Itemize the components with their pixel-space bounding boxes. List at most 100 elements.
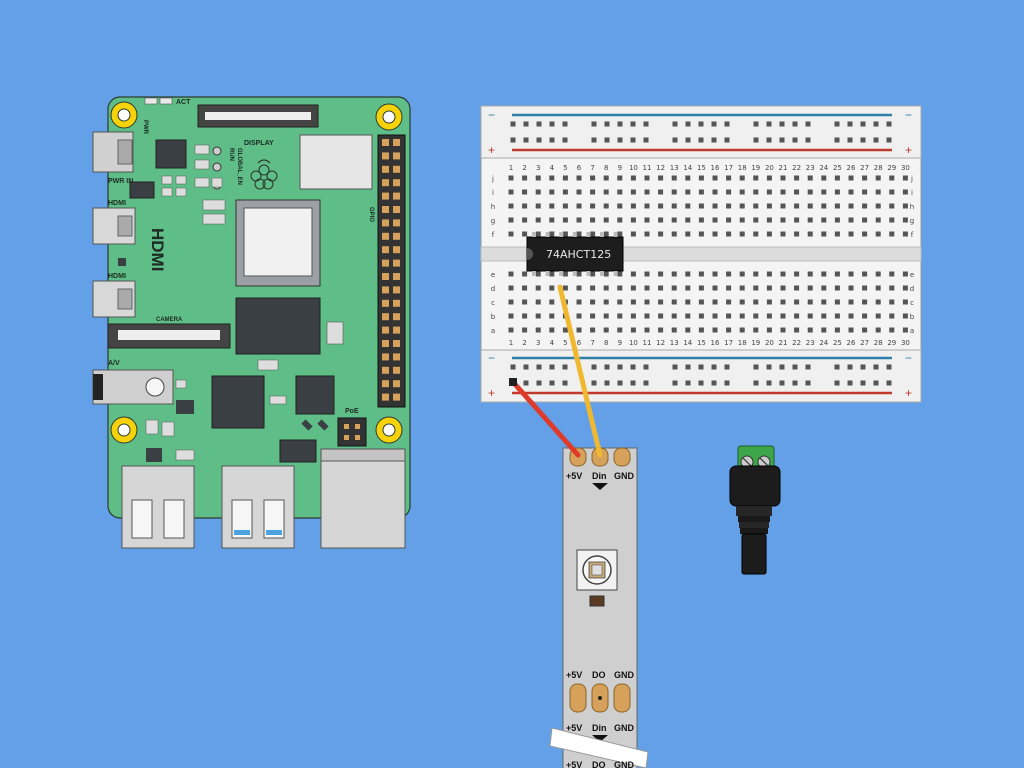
breadboard-hole — [712, 175, 718, 181]
gpio-pin — [393, 165, 400, 173]
column-number: 18 — [738, 339, 747, 347]
breadboard-hole — [630, 285, 636, 291]
column-number: 19 — [751, 339, 760, 347]
breadboard-hole — [848, 271, 854, 277]
breadboard-hole — [590, 189, 596, 195]
breadboard-hole — [685, 313, 691, 319]
rail-hole — [630, 380, 636, 386]
small-chip — [155, 139, 187, 169]
rail-hole — [630, 121, 636, 127]
column-number: 17 — [724, 164, 733, 172]
breadboard-hole — [834, 203, 840, 209]
gpio-pin — [393, 380, 400, 388]
column-number: 30 — [901, 339, 910, 347]
breadboard-hole — [726, 189, 732, 195]
rail-hole — [766, 380, 772, 386]
label-do-cut: DO — [592, 760, 606, 768]
breadboard-hole — [658, 203, 664, 209]
column-number: 15 — [697, 339, 706, 347]
breadboard-hole — [834, 175, 840, 181]
breadboard-hole — [821, 313, 827, 319]
rgb-led-icon — [576, 549, 618, 591]
breadboard-hole — [603, 203, 609, 209]
direction-arrow-icon — [592, 483, 608, 490]
rail-hole — [711, 364, 717, 370]
gpio-pin — [393, 179, 400, 187]
breadboard-hole — [753, 189, 759, 195]
rail-hole — [711, 121, 717, 127]
pad-gnd-mid — [613, 683, 631, 713]
breadboard-hole — [508, 299, 514, 305]
breadboard-hole — [522, 285, 528, 291]
breadboard-hole — [780, 175, 786, 181]
rail-hole — [698, 364, 704, 370]
breadboard-hole — [535, 189, 541, 195]
breadboard-hole — [875, 231, 881, 237]
rail-hole — [536, 137, 542, 143]
column-number: 10 — [629, 164, 638, 172]
rail-hole — [698, 121, 704, 127]
rail-hole — [805, 137, 811, 143]
breadboard-hole — [698, 327, 704, 333]
breadboard-hole — [875, 285, 881, 291]
breadboard-hole — [794, 327, 800, 333]
row-letter: d — [491, 285, 495, 293]
gpio-pin — [382, 326, 389, 334]
rail-hole — [685, 121, 691, 127]
breadboard-hole — [698, 271, 704, 277]
breadboard-hole — [794, 271, 800, 277]
rail-hole — [753, 380, 759, 386]
breadboard-hole — [889, 271, 895, 277]
led-strip: +5V Din GND +5V DO GND +5V Din GND +5V D… — [549, 447, 649, 768]
breadboard-hole — [821, 327, 827, 333]
breadboard-hole — [590, 203, 596, 209]
rail-hole — [685, 137, 691, 143]
rail-hole — [698, 137, 704, 143]
breadboard-hole — [522, 217, 528, 223]
breadboard-hole — [834, 299, 840, 305]
breadboard-hole — [630, 299, 636, 305]
column-number: 21 — [779, 164, 788, 172]
breadboard-hole — [807, 271, 813, 277]
rail-hole — [536, 364, 542, 370]
breadboard-hole — [603, 189, 609, 195]
breadboard-hole — [780, 231, 786, 237]
dc-barrel-jack-adapter — [729, 445, 781, 575]
label-5v-top: +5V — [566, 471, 582, 481]
ic-pin — [572, 232, 577, 237]
column-number: 25 — [833, 339, 842, 347]
breadboard-hole — [508, 313, 514, 319]
breadboard-hole — [862, 313, 868, 319]
pwr-label: PWR — [142, 120, 148, 135]
column-number: 5 — [563, 339, 567, 347]
breadboard-hole — [590, 299, 596, 305]
breadboard-hole — [658, 217, 664, 223]
rail-hole — [860, 364, 866, 370]
column-number: 8 — [604, 339, 608, 347]
breadboard-hole — [549, 327, 555, 333]
breadboard-hole — [821, 299, 827, 305]
row-letter: f — [492, 231, 495, 239]
breadboard-hole — [630, 271, 636, 277]
breadboard-hole — [766, 285, 772, 291]
rail-hole — [562, 137, 568, 143]
gpio-pin — [382, 286, 389, 294]
breadboard-hole — [644, 271, 650, 277]
breadboard-hole — [535, 231, 541, 237]
breadboard-hole — [603, 271, 609, 277]
gpio-pin — [382, 206, 389, 213]
column-number: 22 — [792, 164, 801, 172]
breadboard-hole — [617, 313, 623, 319]
column-number: 27 — [860, 164, 869, 172]
rail-hole — [860, 121, 866, 127]
gpio-header — [377, 134, 406, 408]
breadboard-hole — [671, 203, 677, 209]
breadboard-hole — [590, 285, 596, 291]
bottom-rail-minus-right: − — [905, 351, 912, 365]
rail-hole — [873, 380, 879, 386]
column-number: 24 — [819, 339, 828, 347]
breadboard-hole — [875, 203, 881, 209]
breadboard-hole — [522, 175, 528, 181]
rail-hole — [536, 121, 542, 127]
breadboard-hole — [889, 285, 895, 291]
